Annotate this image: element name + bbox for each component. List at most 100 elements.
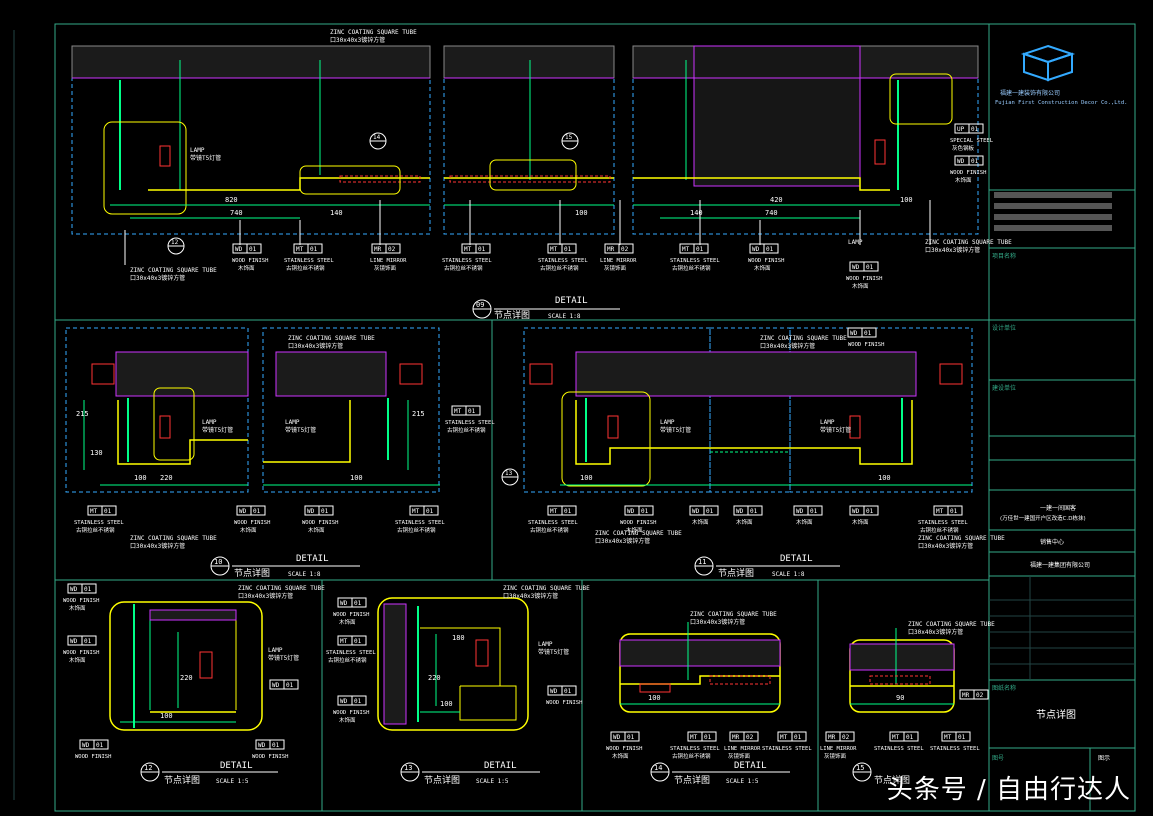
svg-text:STAINLESS STEEL: STAINLESS STEEL bbox=[874, 746, 924, 752]
client-name: 福建一建集团有限公司 bbox=[1030, 561, 1090, 569]
svg-text:STAINLESS STEEL: STAINLESS STEEL bbox=[284, 258, 334, 264]
svg-text:古铜拉丝不锈钢: 古铜拉丝不锈钢 bbox=[530, 526, 569, 534]
svg-text:02: 02 bbox=[746, 734, 754, 741]
tube-label-cn: 口30x40x3镀锌方管 bbox=[130, 274, 185, 282]
svg-text:01: 01 bbox=[354, 600, 362, 607]
detail-title-15: 15 节点详图 bbox=[852, 762, 910, 786]
svg-text:01: 01 bbox=[253, 508, 261, 515]
dim-label: 215 bbox=[76, 410, 89, 418]
svg-text:DETAIL: DETAIL bbox=[484, 761, 517, 771]
svg-text:古铜拉丝不锈钢: 古铜拉丝不锈钢 bbox=[76, 526, 115, 534]
tube-label-cn: 口30x40x3镀锌方管 bbox=[690, 618, 745, 626]
svg-text:木饰面: 木饰面 bbox=[339, 618, 356, 626]
tube-label: ZINC COATING SQUARE TUBE bbox=[130, 535, 217, 542]
dim-label: 740 bbox=[765, 209, 778, 217]
material-tag-wd: WD 01 木饰面 bbox=[793, 505, 823, 526]
svg-text:节点详图: 节点详图 bbox=[424, 774, 460, 786]
company-logo bbox=[1020, 44, 1076, 82]
svg-text:WOOD FINISH: WOOD FINISH bbox=[302, 520, 338, 526]
tube-label-cn: 口30x40x3镀锌方管 bbox=[238, 592, 293, 600]
field-label: 图纸名称 bbox=[992, 684, 1016, 692]
svg-text:WOOD FINISH: WOOD FINISH bbox=[848, 342, 884, 348]
callout-bubble: 12 bbox=[167, 237, 185, 255]
svg-text:01: 01 bbox=[958, 734, 966, 741]
svg-text:01: 01 bbox=[468, 408, 476, 415]
material-tag-wd: WD 01 WOOD FINISH bbox=[252, 739, 288, 760]
svg-text:MT: MT bbox=[550, 508, 558, 515]
svg-text:STAINLESS STEEL: STAINLESS STEEL bbox=[670, 746, 720, 752]
material-tag-up: UP 01 SPECIAL STEEL 灰色钢板 bbox=[950, 123, 994, 152]
svg-text:WOOD FINISH: WOOD FINISH bbox=[846, 276, 882, 282]
svg-text:MT: MT bbox=[682, 246, 690, 253]
svg-text:STAINLESS STEEL: STAINLESS STEEL bbox=[445, 420, 495, 426]
svg-text:STAINLESS STEEL: STAINLESS STEEL bbox=[918, 520, 968, 526]
svg-text:01: 01 bbox=[426, 508, 434, 515]
svg-text:木饰面: 木饰面 bbox=[692, 518, 709, 526]
svg-text:STAINLESS STEEL: STAINLESS STEEL bbox=[395, 520, 445, 526]
svg-text:MT: MT bbox=[454, 408, 462, 415]
svg-text:WD: WD bbox=[340, 698, 348, 705]
tube-label: ZINC COATING SQUARE TUBE bbox=[690, 611, 777, 618]
svg-text:STAINLESS STEEL: STAINLESS STEEL bbox=[538, 258, 588, 264]
svg-text:MT: MT bbox=[550, 246, 558, 253]
svg-text:MR: MR bbox=[732, 734, 740, 741]
svg-text:MT: MT bbox=[892, 734, 900, 741]
svg-text:LINE MIRROR: LINE MIRROR bbox=[820, 746, 857, 752]
detail-title-12: 12 DETAIL 节点详图 SCALE 1:5 bbox=[140, 761, 278, 786]
dim-label: 140 bbox=[330, 209, 343, 217]
sheet-border bbox=[54, 23, 1136, 812]
svg-text:01: 01 bbox=[564, 246, 572, 253]
dim-label: 740 bbox=[230, 209, 243, 217]
svg-text:WD: WD bbox=[239, 508, 247, 515]
svg-text:01: 01 bbox=[794, 734, 802, 741]
svg-text:15: 15 bbox=[856, 764, 864, 772]
svg-text:节点详图: 节点详图 bbox=[874, 774, 910, 786]
svg-text:DETAIL: DETAIL bbox=[555, 296, 588, 306]
svg-text:01: 01 bbox=[354, 698, 362, 705]
svg-text:02: 02 bbox=[621, 246, 629, 253]
tube-label-cn: 口30x40x3镀锌方管 bbox=[925, 246, 980, 254]
svg-text:WD: WD bbox=[258, 742, 266, 749]
svg-text:WOOD FINISH: WOOD FINISH bbox=[546, 700, 582, 706]
svg-text:STAINLESS STEEL: STAINLESS STEEL bbox=[528, 520, 578, 526]
svg-text:WD: WD bbox=[307, 508, 315, 515]
svg-text:01: 01 bbox=[766, 246, 774, 253]
dim-label: 215 bbox=[412, 410, 425, 418]
svg-text:木饰面: 木饰面 bbox=[308, 526, 325, 534]
svg-text:LINE MIRROR: LINE MIRROR bbox=[724, 746, 761, 752]
detail-title-10: 10 DETAIL 节点详图 SCALE 1:8 bbox=[210, 554, 360, 579]
svg-text:SPECIAL STEEL: SPECIAL STEEL bbox=[950, 138, 994, 144]
detail-09-drawing bbox=[71, 45, 979, 265]
material-tag-wd: WD 01 WOOD FINISH 木饰面 bbox=[748, 243, 784, 272]
field-label: 设计单位 bbox=[992, 324, 1016, 332]
svg-text:DETAIL: DETAIL bbox=[780, 554, 813, 564]
svg-text:节点详图: 节点详图 bbox=[494, 309, 530, 321]
material-tag-wd: WD 01 WOOD FINISH 木饰面 bbox=[234, 505, 270, 534]
svg-text:09: 09 bbox=[476, 301, 484, 309]
svg-text:木饰面: 木饰面 bbox=[238, 264, 255, 272]
material-tag-wd: WD 01 木饰面 bbox=[733, 505, 763, 526]
svg-text:01: 01 bbox=[564, 508, 572, 515]
svg-text:木饰面: 木饰面 bbox=[754, 264, 771, 272]
svg-text:古铜拉丝不锈钢: 古铜拉丝不锈钢 bbox=[447, 426, 486, 434]
svg-text:STAINLESS STEEL: STAINLESS STEEL bbox=[762, 746, 812, 752]
lamp-label: LAMP bbox=[848, 239, 863, 246]
tube-label: ZINC COATING SQUARE TUBE bbox=[503, 585, 590, 592]
tube-label: ZINC COATING SQUARE TUBE bbox=[238, 585, 325, 592]
svg-text:STAINLESS STEEL: STAINLESS STEEL bbox=[930, 746, 980, 752]
svg-text:01: 01 bbox=[272, 742, 280, 749]
svg-text:01: 01 bbox=[866, 264, 874, 271]
material-tag-wd: WD 01 WOOD FINISH bbox=[847, 327, 884, 348]
material-tag-wd: WD 01 bbox=[269, 679, 299, 690]
svg-text:WOOD FINISH: WOOD FINISH bbox=[63, 650, 99, 656]
svg-text:01: 01 bbox=[286, 682, 294, 689]
svg-text:MR: MR bbox=[374, 246, 382, 253]
dim-label: 220 bbox=[180, 674, 193, 682]
svg-text:木饰面: 木饰面 bbox=[852, 282, 869, 290]
tube-label-cn: 口30x40x3镀锌方管 bbox=[918, 542, 973, 550]
svg-text:STAINLESS STEEL: STAINLESS STEEL bbox=[74, 520, 124, 526]
detail-title-11: 11 DETAIL 节点详图 SCALE 1:8 bbox=[694, 554, 840, 579]
material-tag-wd: WD 01 WOOD FINISH 木饰面 bbox=[333, 597, 369, 626]
svg-text:MT: MT bbox=[412, 508, 420, 515]
